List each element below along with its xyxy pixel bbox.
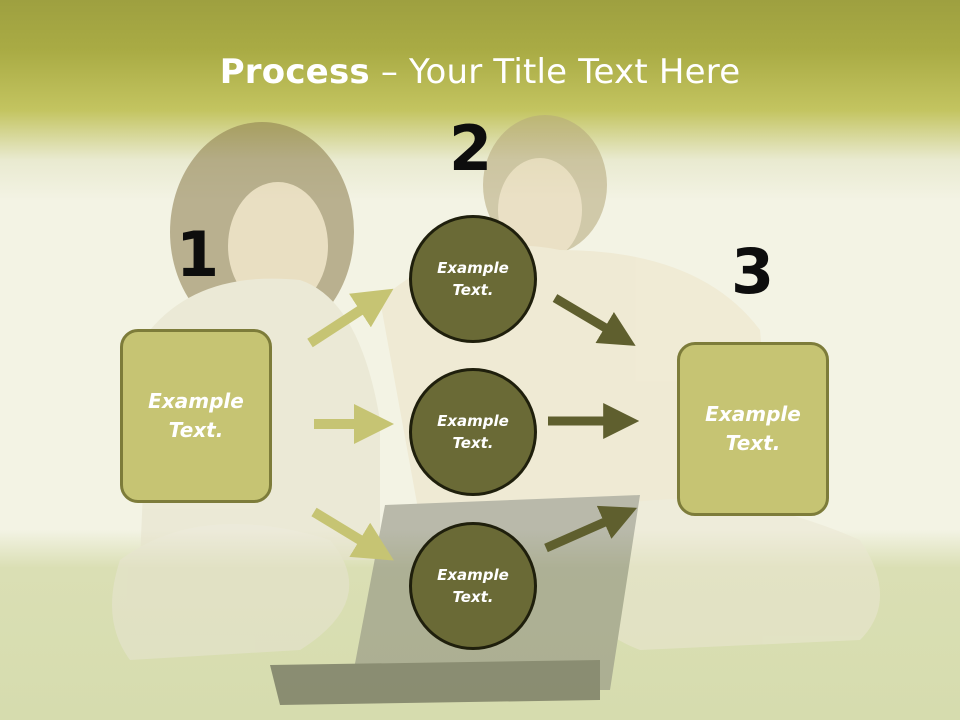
arrow-bottom-to-right [544, 505, 638, 553]
step-number-1: 1 [176, 218, 220, 291]
slide-title: Process – Your Title Text Here [0, 52, 960, 92]
right-step-box: Example Text. [677, 342, 829, 516]
circle-top-label: Example Text. [437, 258, 509, 300]
step-number-2: 2 [449, 112, 493, 185]
circle-bottom-label: Example Text. [437, 565, 509, 607]
arrow-left-to-bottom [311, 507, 394, 561]
circle-bottom: Example Text. [409, 522, 537, 650]
title-bold: Process [219, 52, 370, 92]
circle-middle: Example Text. [409, 368, 537, 496]
step-number-3: 3 [731, 235, 775, 308]
title-band [0, 0, 960, 200]
circle-middle-label: Example Text. [437, 411, 509, 453]
right-box-label: Example Text. [705, 402, 801, 455]
left-box-label: Example Text. [148, 389, 244, 442]
arrow-top-to-right [552, 294, 636, 346]
left-step-box: Example Text. [120, 329, 272, 503]
title-rest: – Your Title Text Here [369, 52, 741, 92]
arrow-left-to-top [307, 288, 394, 348]
circle-top: Example Text. [409, 215, 537, 343]
